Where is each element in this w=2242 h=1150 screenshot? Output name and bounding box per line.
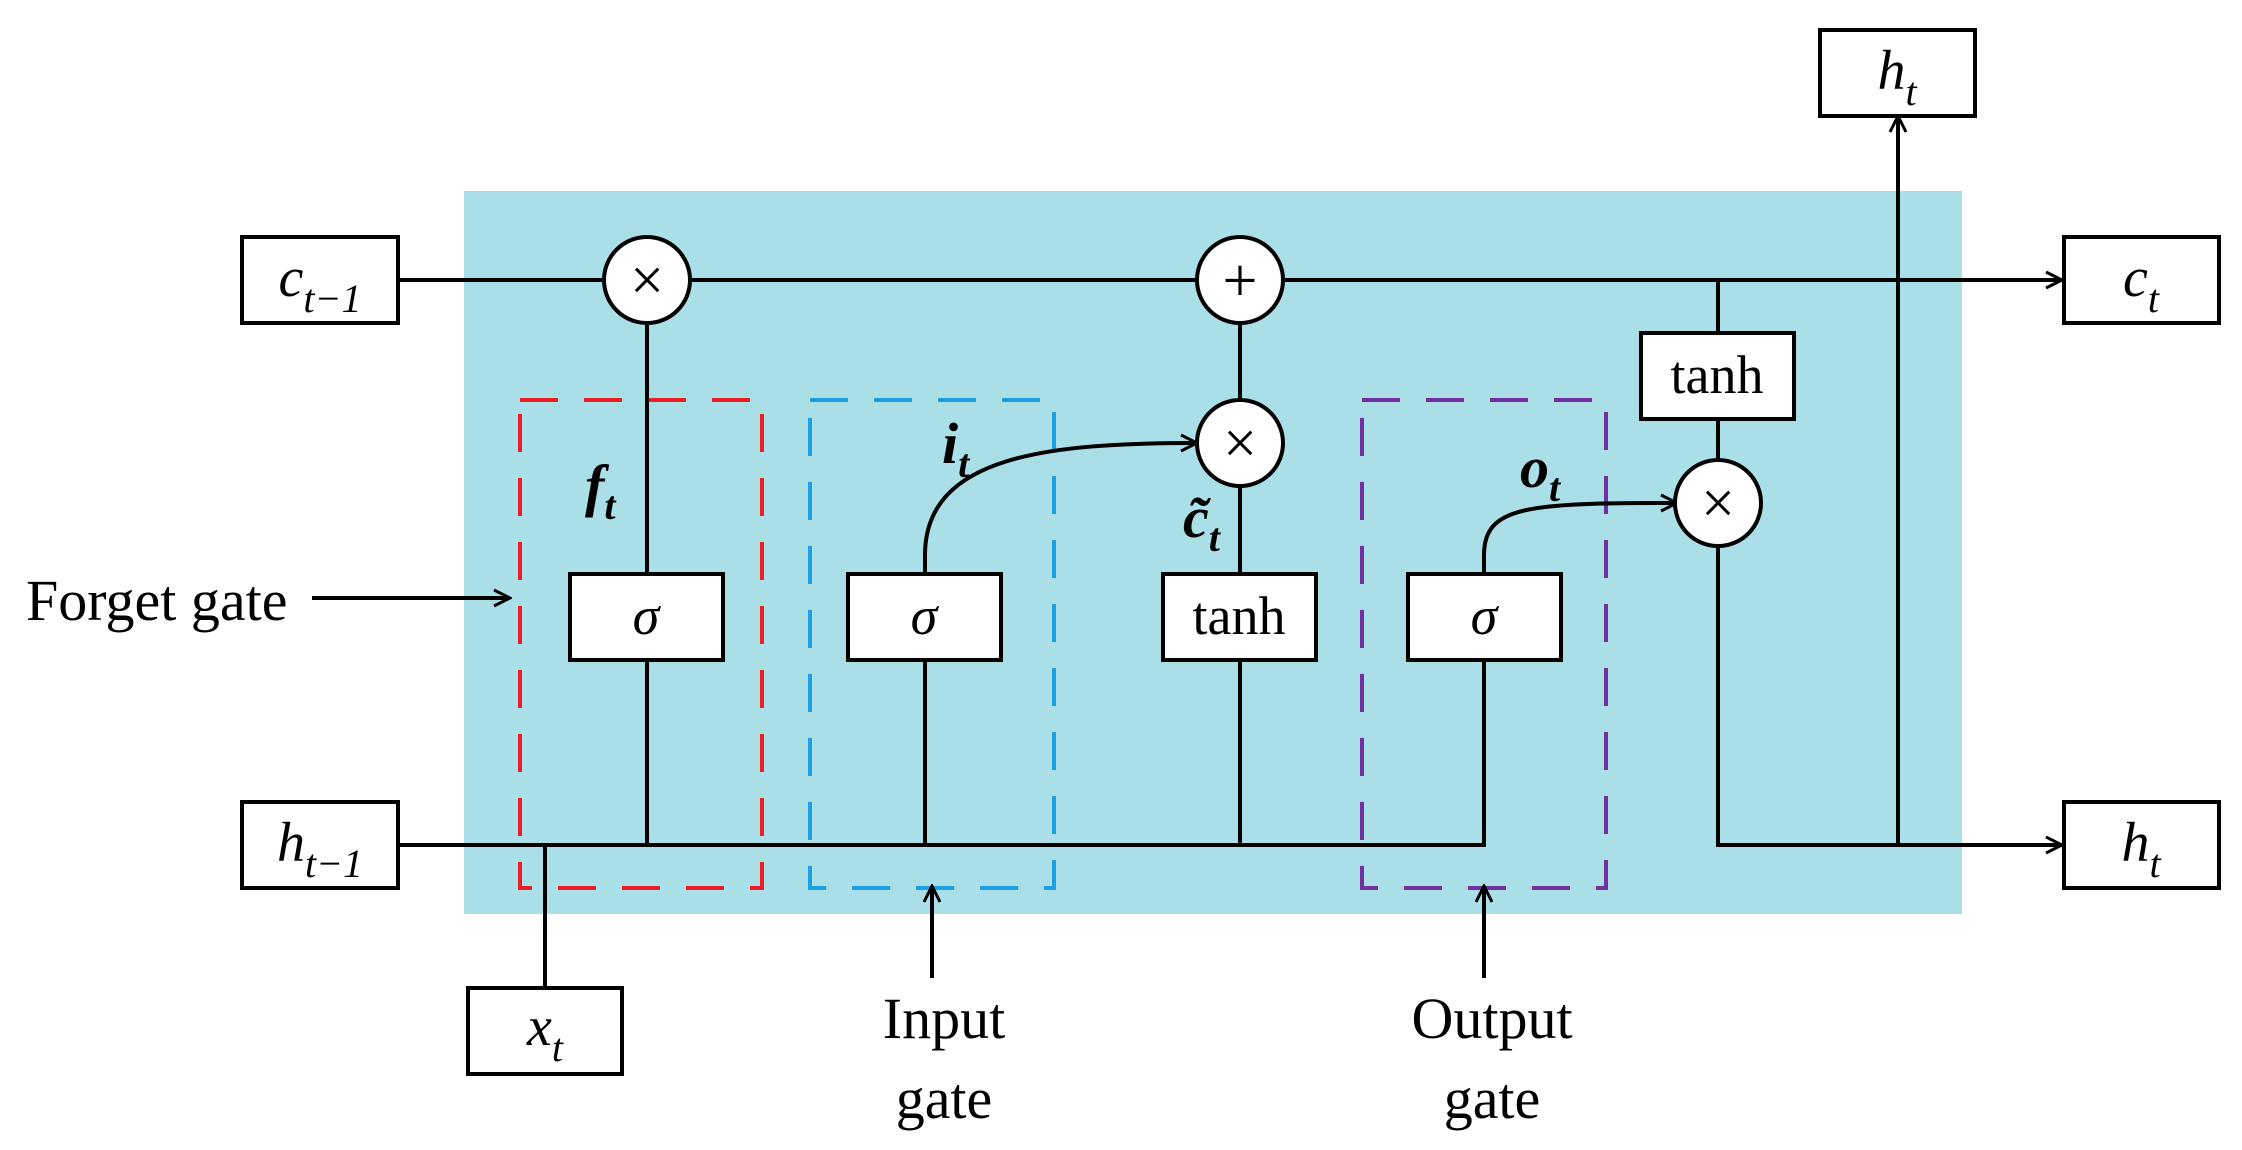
svg-text:ht−1: ht−1 bbox=[277, 812, 363, 886]
svg-text:xt: xt bbox=[526, 996, 564, 1070]
output-gate-label-line1: Output bbox=[1411, 986, 1572, 1051]
output-branch-line bbox=[1240, 660, 1486, 847]
forget-sigma-block: σ bbox=[568, 572, 725, 662]
sigma-label: σ bbox=[1471, 586, 1500, 646]
output-sigma-block: σ bbox=[1406, 572, 1563, 662]
x-base: x bbox=[526, 996, 552, 1058]
input-gate-label-line1: Input bbox=[883, 986, 1005, 1051]
c-out-base: c bbox=[2123, 247, 2148, 309]
cell-tanh-block: tanh bbox=[1639, 331, 1796, 421]
sigma-label: σ bbox=[911, 586, 940, 646]
input-sigma-block: σ bbox=[846, 572, 1003, 662]
svg-text:ct: ct bbox=[2123, 247, 2160, 321]
output-multiply-node: × bbox=[1673, 458, 1763, 548]
h-top-output-box: ht bbox=[1818, 28, 1977, 118]
output-signal-label: ot bbox=[1520, 435, 1562, 510]
h-prev-sub: t−1 bbox=[305, 841, 363, 886]
sigma-label: σ bbox=[633, 586, 662, 646]
svg-text:ht: ht bbox=[2121, 812, 2161, 886]
candidate-signal-label: c̃t bbox=[1183, 485, 1222, 560]
c-out-sub: t bbox=[2148, 276, 2160, 321]
input-gate-curve bbox=[923, 443, 1197, 574]
h-top-sub: t bbox=[1905, 69, 1917, 114]
x-input-box: xt bbox=[466, 986, 624, 1076]
cell-add-node: + bbox=[1195, 235, 1285, 325]
h-top-base: h bbox=[1877, 40, 1905, 102]
h-out-base: h bbox=[2121, 812, 2149, 874]
forget-multiply-node: × bbox=[602, 235, 692, 325]
svg-text:ct−1: ct−1 bbox=[279, 247, 362, 321]
multiply-symbol: × bbox=[1701, 470, 1735, 536]
input-multiply-node: × bbox=[1195, 398, 1285, 488]
c-prev-sub: t−1 bbox=[303, 276, 361, 321]
tanh-label: tanh bbox=[1193, 586, 1286, 646]
multiply-symbol: × bbox=[1223, 410, 1257, 476]
input-signal-label: it bbox=[942, 411, 971, 486]
output-gate-label-line2: gate bbox=[1444, 1066, 1541, 1131]
forget-gate-label: Forget gate bbox=[26, 568, 287, 633]
hidden-output-line bbox=[1716, 547, 2062, 845]
h-prev-base: h bbox=[277, 812, 305, 874]
c-prev-base: c bbox=[279, 247, 304, 309]
input-gate-label-line2: gate bbox=[896, 1066, 993, 1131]
h-output-box: ht bbox=[2062, 800, 2221, 890]
forget-gate-box bbox=[518, 398, 764, 890]
connections bbox=[312, 116, 2062, 988]
svg-text:ht: ht bbox=[1877, 40, 1917, 114]
output-gate-curve bbox=[1482, 503, 1677, 574]
tanh-label: tanh bbox=[1671, 345, 1764, 405]
candidate-tanh-block: tanh bbox=[1161, 572, 1318, 662]
h-out-sub: t bbox=[2149, 841, 2161, 886]
c-output-box: ct bbox=[2062, 235, 2221, 325]
x-sub: t bbox=[552, 1025, 564, 1070]
h-prev-input-box: ht−1 bbox=[240, 800, 400, 890]
add-symbol: + bbox=[1223, 247, 1258, 315]
c-prev-input-box: ct−1 bbox=[240, 235, 400, 325]
multiply-symbol: × bbox=[630, 247, 664, 313]
